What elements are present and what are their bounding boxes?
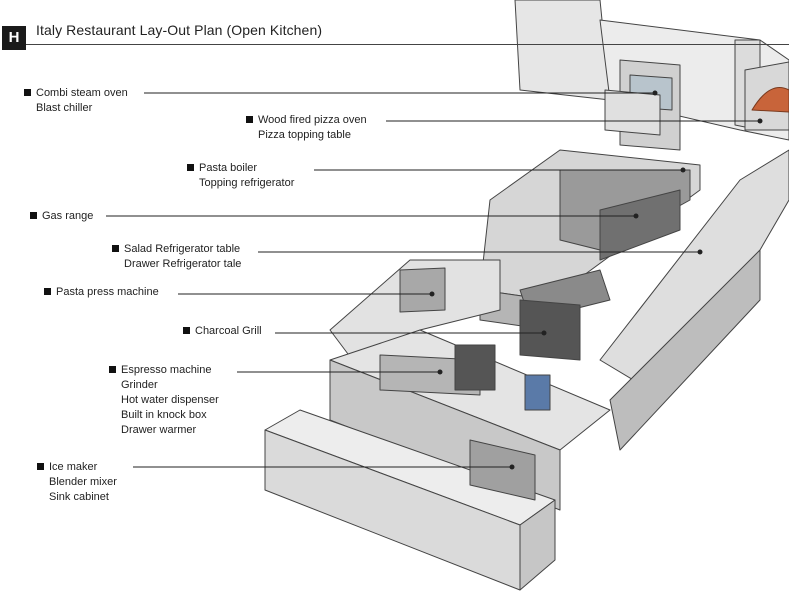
section-badge: H [2, 26, 26, 50]
callout-label: Espresso machine [121, 364, 212, 376]
callout-salad-refrigerator-table: Salad Refrigerator table Drawer Refriger… [112, 242, 241, 272]
callout-label: Charcoal Grill [195, 325, 262, 337]
callout-espresso-machine: Espresso machine Grinder Hot water dispe… [109, 363, 219, 438]
callout-label: Topping refrigerator [199, 177, 295, 189]
bullet-icon [44, 288, 51, 295]
callout-charcoal-grill: Charcoal Grill [183, 324, 262, 339]
callout-ice-maker: Ice maker Blender mixer Sink cabinet [37, 460, 117, 505]
combi-oven [604, 59, 681, 151]
callout-combi-steam-oven: Combi steam oven Blast chiller [24, 86, 128, 116]
right-counter-front [609, 249, 761, 451]
page-title: Italy Restaurant Lay-Out Plan (Open Kitc… [36, 22, 323, 38]
callout-label: Drawer warmer [121, 424, 197, 436]
gas-range-block [559, 169, 691, 261]
callout-label: Drawer Refrigerator tale [124, 258, 242, 270]
callout-label: Wood fired pizza oven [258, 114, 367, 126]
bullet-icon [183, 327, 190, 334]
pasta-press [399, 267, 446, 313]
charcoal-grill [519, 269, 611, 361]
bullet-icon [37, 463, 44, 470]
callout-pasta-boiler: Pasta boiler Topping refrigerator [187, 161, 294, 191]
callout-label: Pasta boiler [199, 162, 258, 174]
espresso-machine [379, 344, 496, 396]
back-wall-left [514, 0, 611, 101]
callout-label: Built in knock box [121, 409, 207, 421]
callout-label: Pizza topping table [258, 129, 351, 141]
bullet-icon [112, 245, 119, 252]
callout-label: Combi steam oven [36, 87, 128, 99]
bullet-icon [30, 212, 37, 219]
callout-label: Sink cabinet [49, 491, 109, 503]
callout-gas-range: Gas range [30, 209, 93, 224]
callout-label: Salad Refrigerator table [124, 243, 241, 255]
callout-label: Grinder [121, 379, 158, 391]
bullet-icon [24, 89, 31, 96]
callout-label: Blender mixer [49, 476, 117, 488]
bar-end-panel [519, 499, 556, 591]
pizza-oven [744, 61, 789, 131]
callout-label: Hot water dispenser [121, 394, 219, 406]
blue-appliance [524, 374, 551, 411]
bullet-icon [246, 116, 253, 123]
title-rule [26, 44, 789, 45]
callout-label: Ice maker [49, 461, 98, 473]
callout-wood-fired-pizza-oven: Wood fired pizza oven Pizza topping tabl… [246, 113, 367, 143]
callout-label: Blast chiller [36, 102, 93, 114]
ice-maker [469, 439, 536, 501]
callout-pasta-press-machine: Pasta press machine [44, 285, 159, 300]
callout-label: Gas range [42, 210, 94, 222]
bullet-icon [187, 164, 194, 171]
bullet-icon [109, 366, 116, 373]
callout-label: Pasta press machine [56, 286, 159, 298]
